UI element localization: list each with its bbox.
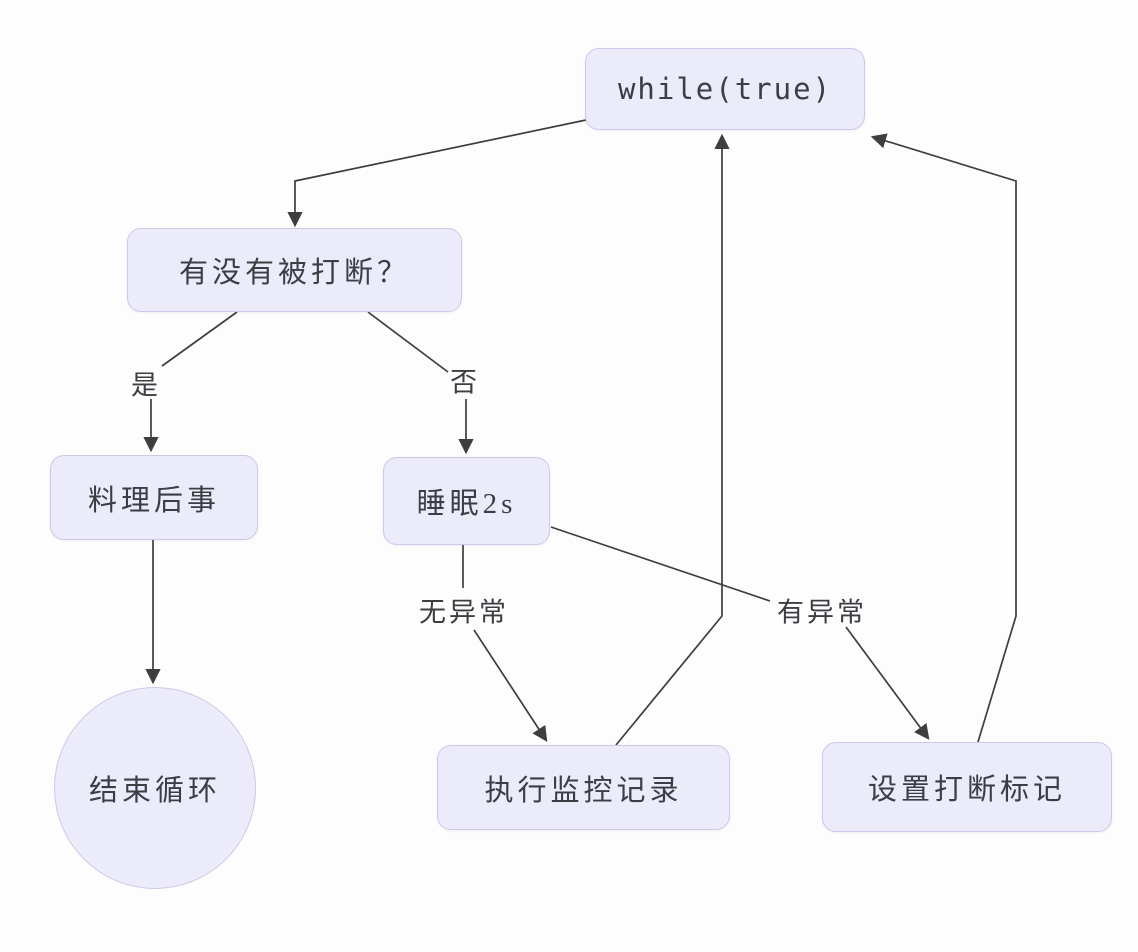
edge-label-no: 否	[450, 367, 480, 398]
node-cleanup: 料理后事	[50, 455, 258, 540]
edge-noexception-label-to-monitor	[473, 629, 548, 742]
node-while-true: while(true)	[585, 48, 865, 130]
edge-sleep-to-exception-label	[550, 526, 771, 602]
edge-label-has-exception: 有异常	[777, 597, 867, 628]
node-set-interrupt-flag: 设置打断标记	[822, 742, 1112, 832]
edge-label-yes: 是	[131, 370, 161, 401]
node-monitor-record: 执行监控记录	[437, 745, 730, 830]
edge-exception-label-to-flag	[845, 626, 930, 740]
node-end-loop: 结束循环	[54, 687, 256, 889]
edge-while-to-question	[287, 119, 587, 228]
node-interrupted-question: 有没有被打断？	[127, 228, 462, 312]
edge-monitor-to-while	[615, 133, 730, 746]
node-sleep-2s: 睡眠2s	[383, 457, 550, 545]
edge-question-to-yes-label	[161, 311, 238, 367]
edge-flag-to-while	[870, 133, 1017, 743]
edge-label-no-exception: 无异常	[419, 597, 509, 628]
edge-question-to-no-label	[367, 311, 449, 373]
